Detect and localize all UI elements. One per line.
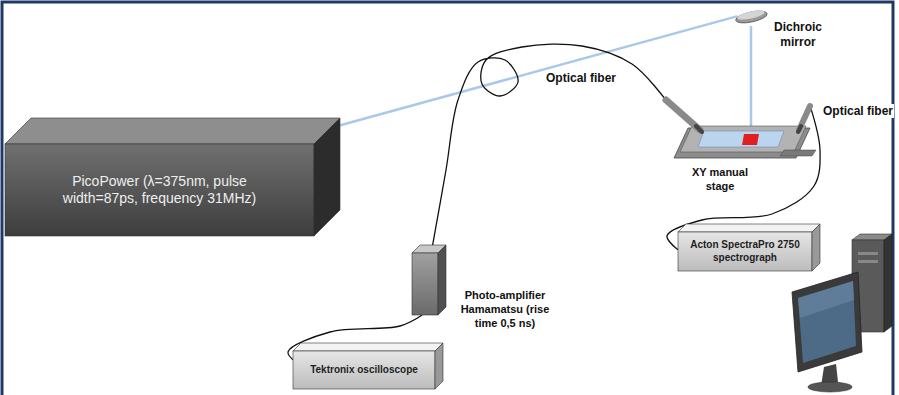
node-label: Photo-amplifier Hamamatsu (rise time 0,5… — [450, 289, 560, 330]
photo-amplifier: Photo-amplifier Hamamatsu (rise time 0,5… — [412, 245, 446, 315]
text-area: PicoPower (λ=375nm, pulse width=87ps, fr… — [5, 144, 314, 236]
optical-fiber — [432, 44, 666, 246]
node-label: Tektronix oscilloscope — [310, 364, 418, 377]
node-label: XY manual stage — [686, 166, 754, 194]
laser-beam — [750, 26, 753, 139]
xy-stage: XY manual stage — [660, 98, 818, 164]
node-label: PicoPower (λ=375nm, pulse width=87ps, fr… — [45, 173, 275, 208]
laser-source: PicoPower (λ=375nm, pulse width=87ps, fr… — [5, 118, 340, 236]
text-area: Tektronix oscilloscope — [293, 351, 435, 389]
oscilloscope: Tektronix oscilloscope — [293, 343, 443, 389]
node-label: Dichroic mirror — [757, 20, 839, 50]
text-area: Acton SpectraPro 2750 spectrograph — [678, 232, 812, 271]
spectrograph: Acton SpectraPro 2750 spectrograph — [678, 224, 820, 271]
dichroic-mirror-shape — [735, 4, 767, 26]
edge-label: Optical fiber — [822, 104, 894, 118]
edge-label: Optical fiber — [545, 71, 617, 85]
xy-stage-shape — [660, 98, 818, 164]
dichroic-mirror: Dichroic mirror — [735, 4, 767, 26]
photo-amplifier-shape — [412, 245, 446, 315]
optical-fiber — [667, 106, 820, 250]
node-label: Acton SpectraPro 2750 spectrograph — [686, 239, 804, 264]
